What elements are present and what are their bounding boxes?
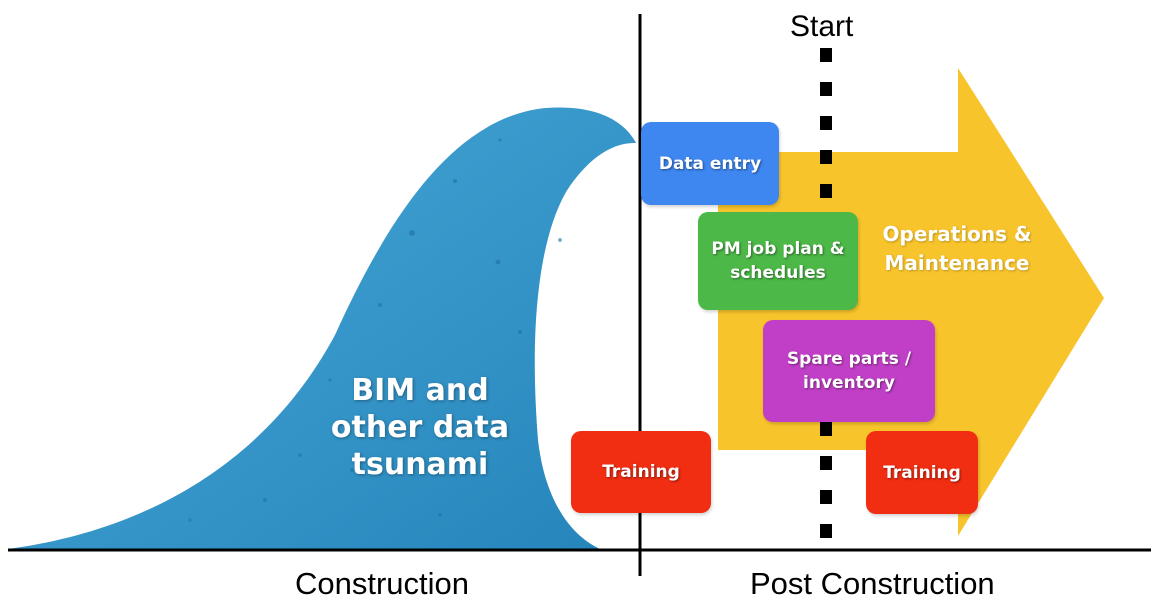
training-box-right: Training — [866, 431, 978, 514]
post-construction-label: Post Construction — [750, 566, 995, 601]
training-box-left: Training — [571, 431, 711, 513]
pm-job-plan-box: PM job plan & schedules — [698, 212, 858, 310]
start-label: Start — [790, 10, 854, 43]
spare-parts-box: Spare parts / inventory — [763, 320, 935, 422]
data-tsunami-wave — [8, 107, 636, 549]
wave-label: BIM and other data tsunami — [330, 373, 510, 482]
wave-speckles — [188, 138, 562, 522]
construction-label: Construction — [295, 566, 470, 601]
arrow-label: Operations & Maintenance — [882, 222, 1032, 275]
data-entry-box: Data entry — [641, 122, 779, 205]
